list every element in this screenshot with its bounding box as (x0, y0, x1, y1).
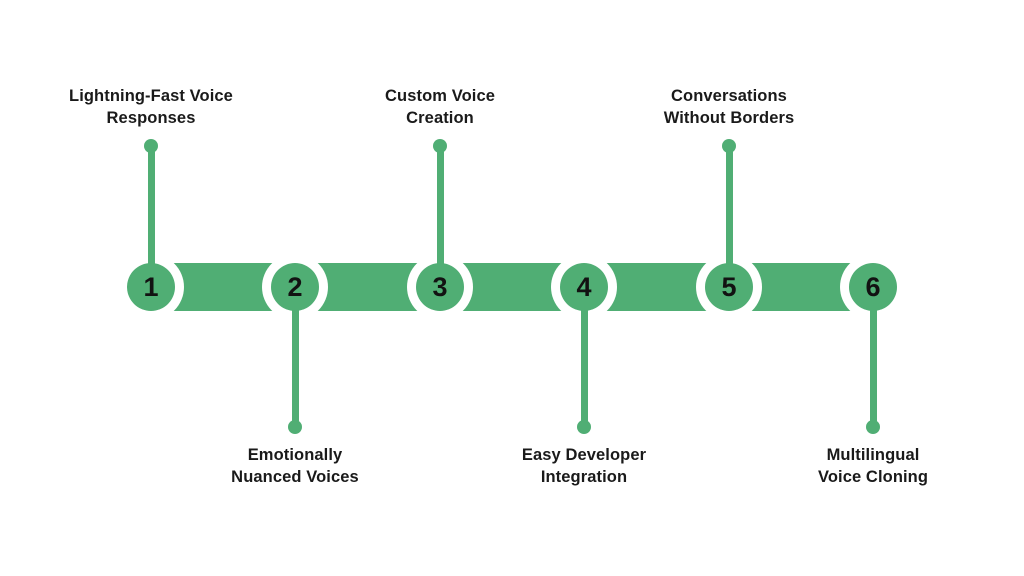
node-number: 2 (287, 271, 303, 302)
connector-line (869, 287, 877, 427)
node-label-6: Multilingual Voice Cloning (743, 444, 1003, 488)
node-label-line1: Emotionally (247, 446, 343, 464)
connector-dot (866, 420, 880, 434)
connector-dot (288, 420, 302, 434)
connector-dot (144, 139, 158, 153)
node-label-4: Easy Developer Integration (454, 444, 714, 488)
connector-line (147, 146, 155, 287)
node-number: 3 (432, 271, 448, 302)
connector-line (580, 287, 588, 427)
node-label-line2: Without Borders (663, 109, 795, 127)
node-label-line2: Responses (106, 109, 196, 127)
node-number: 4 (576, 271, 592, 302)
node-number: 1 (143, 271, 159, 302)
node-label-line1: Easy Developer (521, 446, 647, 464)
node-label-line1: Custom Voice (385, 87, 495, 105)
connector-dot (433, 139, 447, 153)
connector-line (725, 146, 733, 287)
node-number: 6 (865, 271, 881, 302)
node-label-line1: Multilingual (826, 446, 920, 464)
node-circle-2: 2 (271, 263, 319, 311)
node-label-2: Emotionally Nuanced Voices (165, 444, 425, 488)
node-label-line2: Integration (540, 468, 628, 486)
node-label-line2: Creation (406, 109, 474, 127)
node-circle-1: 1 (127, 263, 175, 311)
connector-dot (722, 139, 736, 153)
node-number: 5 (721, 271, 737, 302)
node-label-line1: Conversations (671, 87, 787, 105)
node-label-5: Conversations Without Borders (599, 85, 859, 129)
connector-line (291, 287, 299, 427)
node-circle-6: 6 (849, 263, 897, 311)
node-circle-4: 4 (560, 263, 608, 311)
node-label-line2: Nuanced Voices (231, 468, 359, 486)
node-circle-3: 3 (416, 263, 464, 311)
connector-line (436, 146, 444, 287)
node-label-line1: Lightning-Fast Voice (69, 87, 233, 105)
node-label-1: Lightning-Fast Voice Responses (21, 85, 281, 129)
node-label-line2: Voice Cloning (817, 468, 929, 486)
connector-dot (577, 420, 591, 434)
node-circle-5: 5 (705, 263, 753, 311)
timeline-bar (151, 263, 873, 311)
node-label-3: Custom Voice Creation (310, 85, 570, 129)
